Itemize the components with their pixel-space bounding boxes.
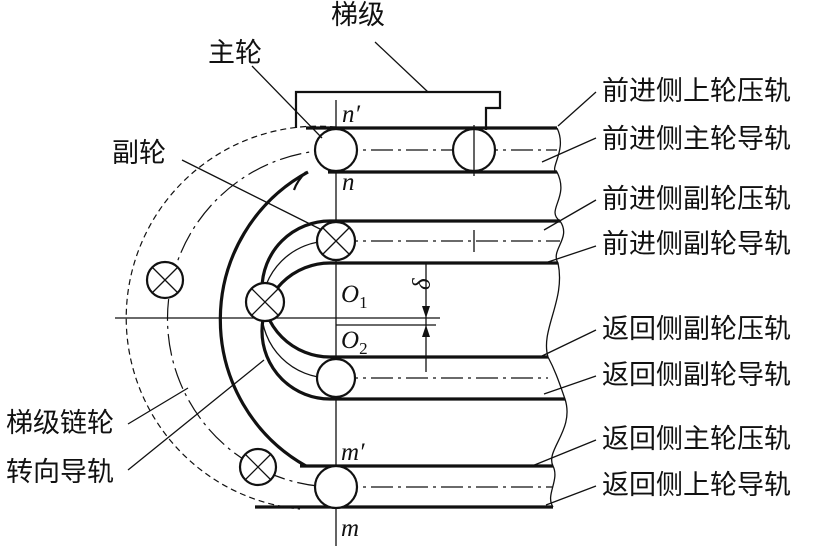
fwd-aux-guide-leader xyxy=(547,245,597,263)
main-turn-rail-top xyxy=(292,171,307,191)
label-fwd-main-press: 前进侧上轮压轨 xyxy=(602,76,791,107)
ret-main-press-leader xyxy=(531,439,597,467)
fwd-aux-press-leader xyxy=(543,199,597,231)
aux-wheel-leader xyxy=(181,159,323,231)
label-ret-aux-guide: 返回侧副轮导轨 xyxy=(602,360,791,391)
main-wheel-leader xyxy=(251,65,323,139)
label-turning-guide: 转向导轨 xyxy=(6,457,114,488)
delta-arrow-up xyxy=(422,325,430,337)
symbol-n-prime: n′ xyxy=(342,101,361,128)
symbol-m-prime: m′ xyxy=(341,439,365,466)
fwd-main-guide-leader xyxy=(541,137,597,163)
break-line xyxy=(545,127,568,508)
step-label-leader xyxy=(374,41,429,93)
label-step-chain-wheel: 梯级链轮 xyxy=(6,408,114,439)
label-ret-main-guide: 返回侧上轮导轨 xyxy=(602,470,791,501)
label-fwd-main-guide: 前进侧主轮导轨 xyxy=(602,124,791,155)
ret-main-guide-leader xyxy=(545,485,597,506)
main-wheel-ret xyxy=(313,464,359,510)
symbol-o2: O2 xyxy=(341,327,368,358)
step-chain-outer-circle xyxy=(125,125,337,510)
ret-aux-press-leader xyxy=(541,329,597,357)
main-turn-rail xyxy=(218,170,309,468)
ret-aux-guide-leader xyxy=(543,375,597,395)
label-ret-aux-press: 返回侧副轮压轨 xyxy=(602,314,791,345)
label-fwd-aux-press: 前进侧副轮压轨 xyxy=(602,184,791,215)
label-aux-wheel: 副轮 xyxy=(112,138,166,169)
turning-guide-leader xyxy=(127,359,265,471)
symbol-o1: O1 xyxy=(341,281,368,312)
fwd-main-press-leader xyxy=(557,91,597,127)
step-chain-wheel-leader xyxy=(127,387,189,425)
label-fwd-aux-guide: 前进侧副轮导轨 xyxy=(602,229,791,260)
main-wheel-fwd-1 xyxy=(313,127,359,173)
symbol-m: m xyxy=(341,515,359,542)
label-step: 梯级 xyxy=(331,0,385,31)
symbol-delta: δ xyxy=(409,278,436,290)
step-outline xyxy=(294,90,502,130)
aux-wheel-ret xyxy=(315,357,357,399)
delta-arrow-down xyxy=(422,306,430,318)
symbol-n: n xyxy=(342,169,355,196)
label-ret-main-press: 返回侧主轮压轨 xyxy=(602,424,791,455)
turning-guide-rail-inner xyxy=(260,261,331,401)
label-main-wheel: 主轮 xyxy=(208,38,262,69)
